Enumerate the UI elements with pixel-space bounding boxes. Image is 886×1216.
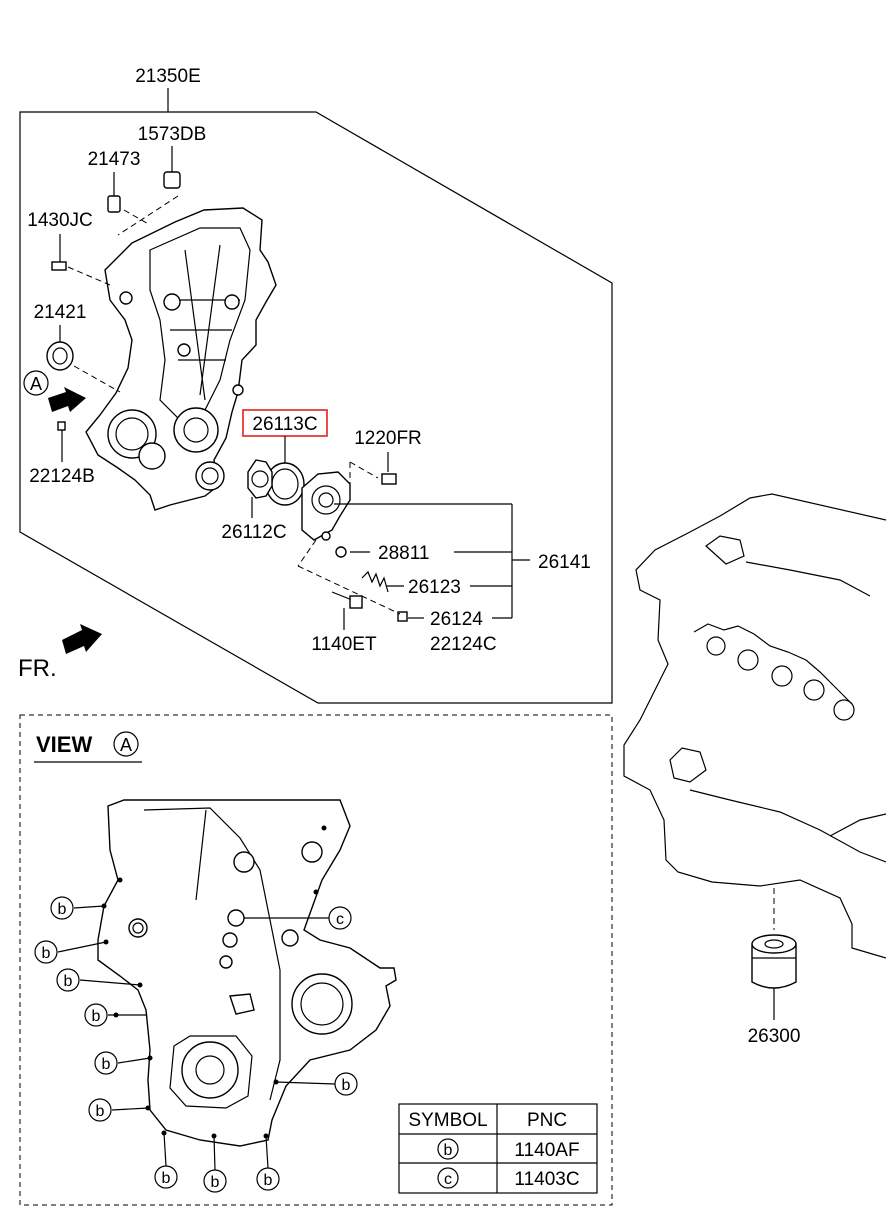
label-plug[interactable]: 26124	[430, 609, 483, 630]
plug-top-part	[163, 171, 181, 189]
label-bolt-right[interactable]: 1220FR	[354, 428, 422, 449]
engine-block	[623, 493, 886, 959]
callout-b-6: b	[88, 1098, 149, 1122]
view-a-marker	[23, 370, 49, 396]
cover-front-view	[97, 799, 397, 1147]
label-seal-left[interactable]: 21421	[34, 302, 87, 323]
front-label: FR.	[18, 655, 57, 682]
view-title: VIEW	[36, 732, 92, 757]
label-highlight[interactable]: 26113C	[252, 414, 317, 435]
svg-text:b: b	[342, 1077, 351, 1094]
table-header-pnc: PNC	[527, 1110, 567, 1131]
callout-c-1: c	[244, 906, 352, 930]
svg-text:b: b	[92, 1008, 101, 1025]
table-row-1-symbol: c	[444, 1171, 452, 1188]
view-a-panel	[19, 714, 613, 1206]
svg-text:b: b	[58, 901, 67, 918]
callout-b-1: b	[50, 896, 105, 920]
label-pump[interactable]: 26141	[538, 552, 591, 573]
bolt-right-part	[381, 473, 397, 485]
plug-part	[397, 611, 408, 622]
svg-text:c: c	[336, 911, 344, 928]
view-title-marker-letter: A	[120, 735, 132, 755]
seal-left-part	[46, 341, 74, 371]
exploded-view-frame	[19, 111, 613, 704]
svg-text:b: b	[162, 1170, 171, 1187]
view-arrow-icon	[48, 387, 86, 412]
bolt-left-part	[57, 421, 66, 431]
label-filter[interactable]: 26300	[748, 1026, 801, 1047]
label-pin[interactable]: 1430JC	[27, 210, 93, 231]
svg-text:b: b	[64, 973, 73, 990]
label-plug-alt[interactable]: 22124C	[430, 634, 497, 655]
front-arrow-icon	[62, 624, 102, 654]
symbol-table: SYMBOL PNC b 1140AF c 11403C	[398, 1103, 598, 1194]
label-assembly[interactable]: 21350E	[135, 66, 201, 87]
callout-b-4: b	[84, 1003, 146, 1027]
oil-filter-part	[751, 888, 797, 989]
label-bolt-bottom[interactable]: 1140ET	[311, 634, 377, 655]
label-valve[interactable]: 28811	[378, 543, 429, 564]
callout-b-3: b	[56, 968, 141, 992]
label-spring[interactable]: 26123	[408, 577, 461, 598]
table-row-0-symbol: b	[444, 1142, 453, 1159]
label-rotor[interactable]: 26112C	[221, 522, 286, 543]
table-row-1-pnc[interactable]: 11403C	[514, 1169, 579, 1190]
label-plug-small[interactable]: 21473	[88, 149, 141, 170]
oil-pump-housing	[301, 471, 351, 541]
table-row-0-pnc[interactable]: 1140AF	[514, 1140, 579, 1161]
view-title-marker	[113, 731, 139, 757]
spring-part	[361, 570, 389, 593]
rotor-part	[247, 459, 273, 499]
bolt-bottom-part	[331, 591, 363, 609]
pin-part	[51, 261, 67, 271]
svg-text:b: b	[102, 1056, 111, 1073]
callout-b-7: b	[154, 1132, 178, 1189]
table-header-symbol: SYMBOL	[408, 1110, 487, 1131]
svg-text:b: b	[42, 945, 51, 962]
timing-cover	[85, 207, 277, 511]
label-bolt-left[interactable]: 22124B	[29, 466, 95, 487]
svg-text:b: b	[96, 1103, 105, 1120]
svg-text:b: b	[264, 1172, 273, 1189]
callout-b-9: b	[256, 1135, 280, 1191]
svg-text:b: b	[211, 1174, 220, 1191]
label-plug-top[interactable]: 1573DB	[138, 124, 207, 145]
valve-part	[335, 546, 347, 558]
view-a-marker-letter: A	[30, 374, 42, 394]
plug-small-part	[107, 195, 121, 213]
callout-b-10: b	[275, 1072, 358, 1096]
callout-b-8: b	[203, 1135, 227, 1193]
callout-b-2: b	[34, 940, 107, 964]
callout-b-5: b	[94, 1051, 151, 1075]
